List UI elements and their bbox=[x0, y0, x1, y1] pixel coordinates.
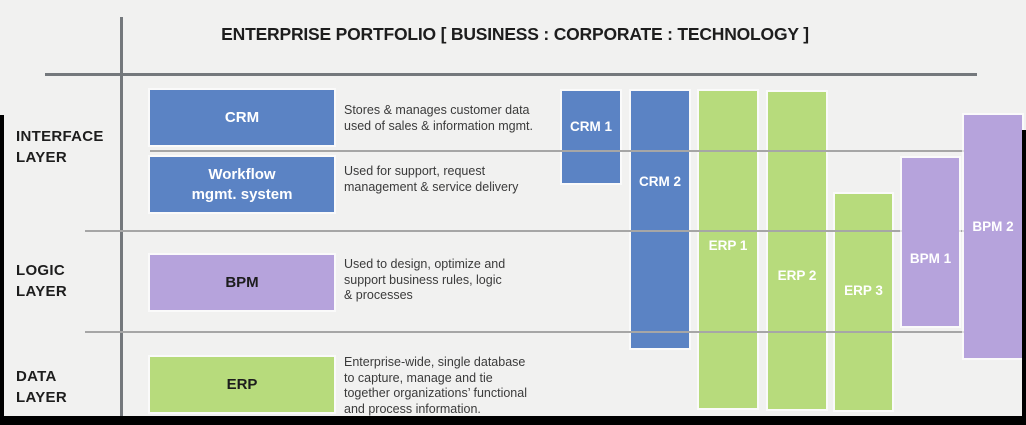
bar-bpm-2: BPM 2 bbox=[964, 115, 1022, 358]
bar-erp-3: ERP 3 bbox=[835, 194, 892, 410]
layer-label-logic: LOGIC LAYER bbox=[16, 262, 67, 300]
system-box-bpm-label: BPM bbox=[225, 273, 259, 291]
layer-label-data: DATA LAYER bbox=[16, 368, 67, 406]
system-box-erp-label: ERP bbox=[226, 375, 258, 393]
frame-bottom-edge bbox=[0, 416, 1026, 425]
bar-bpm-2-label: BPM 2 bbox=[972, 219, 1014, 234]
bar-crm-2: CRM 2 bbox=[631, 91, 689, 348]
system-description-erp: Enterprise-wide, single database to capt… bbox=[344, 355, 527, 416]
system-box-workflow-label: Workflow mgmt. system bbox=[191, 165, 293, 203]
bar-bpm-1: BPM 1 bbox=[902, 158, 959, 326]
system-box-bpm: BPM bbox=[150, 255, 334, 310]
bar-erp-3-label: ERP 3 bbox=[844, 283, 883, 298]
system-box-workflow: Workflow mgmt. system bbox=[150, 157, 334, 212]
frame-left-edge bbox=[0, 115, 4, 425]
bar-bpm-1-label: BPM 1 bbox=[909, 251, 952, 266]
bar-crm-2-label: CRM 2 bbox=[638, 174, 681, 189]
page-title: ENTERPRISE PORTFOLIO [ BUSINESS : CORPOR… bbox=[221, 24, 809, 44]
layer-label-interface: INTERFACE LAYER bbox=[16, 128, 104, 166]
bar-erp-1: ERP 1 bbox=[699, 91, 757, 408]
bar-crm-1-label: CRM 1 bbox=[569, 119, 612, 134]
row-divider-interface-logic bbox=[85, 230, 1021, 232]
bar-crm-1: CRM 1 bbox=[562, 91, 620, 183]
row-divider-crm-workflow bbox=[150, 150, 1021, 152]
row-divider-logic-data bbox=[85, 331, 1021, 333]
bar-erp-1-label: ERP 1 bbox=[708, 238, 748, 253]
system-description-workflow: Used for support, request management & s… bbox=[344, 164, 519, 194]
system-box-crm-label: CRM bbox=[224, 108, 260, 126]
frame-right-edge bbox=[1022, 130, 1026, 425]
bar-erp-2: ERP 2 bbox=[768, 92, 826, 409]
system-description-bpm: Used to design, optimize and support bus… bbox=[344, 257, 506, 302]
title-separator-line bbox=[45, 73, 977, 76]
system-box-erp: ERP bbox=[150, 357, 334, 412]
system-box-crm: CRM bbox=[150, 90, 334, 145]
axis-vertical-line bbox=[120, 17, 123, 416]
bar-erp-2-label: ERP 2 bbox=[777, 268, 817, 283]
system-description-crm: Stores & manages customer data used of s… bbox=[344, 103, 533, 133]
